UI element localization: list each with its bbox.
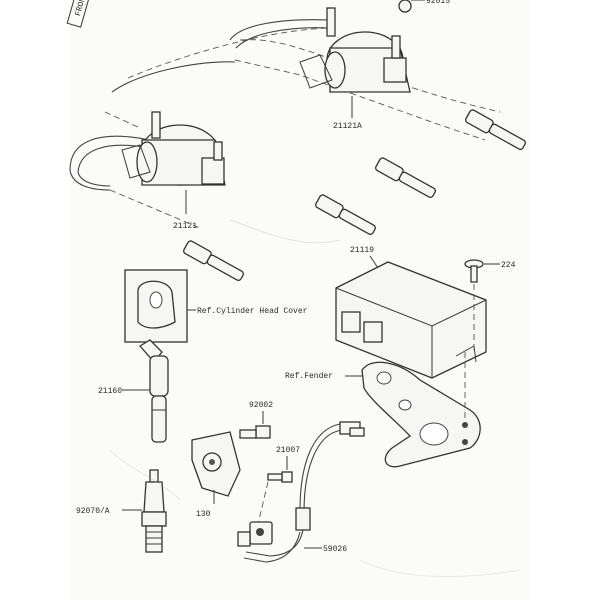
spark-plug: 92070/A	[76, 469, 167, 553]
lead-tube-4	[183, 240, 244, 281]
top-cut-part: 92015	[398, 0, 450, 13]
part-label-21160: 21160	[98, 387, 122, 396]
part-label-130: 21007	[276, 446, 300, 455]
ref-fender-bracket: Ref.Fender	[285, 352, 481, 468]
ref-label-fender: Ref.Fender	[285, 372, 333, 381]
lead-tube-3	[315, 194, 376, 235]
ignition-coil: 21121	[69, 61, 236, 231]
spark-plug-cap: 21160	[98, 339, 169, 443]
part-label-21007: 130	[196, 510, 211, 519]
part-label-21121: 21121	[173, 222, 197, 231]
ref-label-cylinder-head-cover: Ref.Cylinder Head Cover	[197, 307, 308, 316]
timing-rotor: 130	[191, 431, 241, 519]
ref-cylinder-head-cover: Ref.Cylinder Head Cover	[124, 269, 308, 343]
bolt-92002: 92002	[239, 401, 273, 439]
lead-tube-2	[375, 157, 436, 198]
ignition-coil-a: 21121A	[127, 7, 501, 141]
scan-artifacts	[109, 219, 521, 578]
igniter: 21119	[335, 246, 487, 379]
bolt-130: 21007	[257, 446, 300, 525]
screw-224: 224	[464, 259, 516, 350]
part-label-21119: 21119	[350, 246, 374, 255]
part-label-92015: 92015	[426, 0, 450, 6]
part-label-59026: 59026	[323, 545, 347, 554]
part-label-92070a: 92070/A	[76, 507, 110, 516]
part-label-224: 224	[501, 261, 516, 270]
pickup-coil: 59026	[237, 421, 365, 563]
part-label-21121a: 21121A	[333, 122, 362, 131]
part-label-92002: 92002	[249, 401, 273, 410]
lead-tube-1	[465, 109, 526, 150]
